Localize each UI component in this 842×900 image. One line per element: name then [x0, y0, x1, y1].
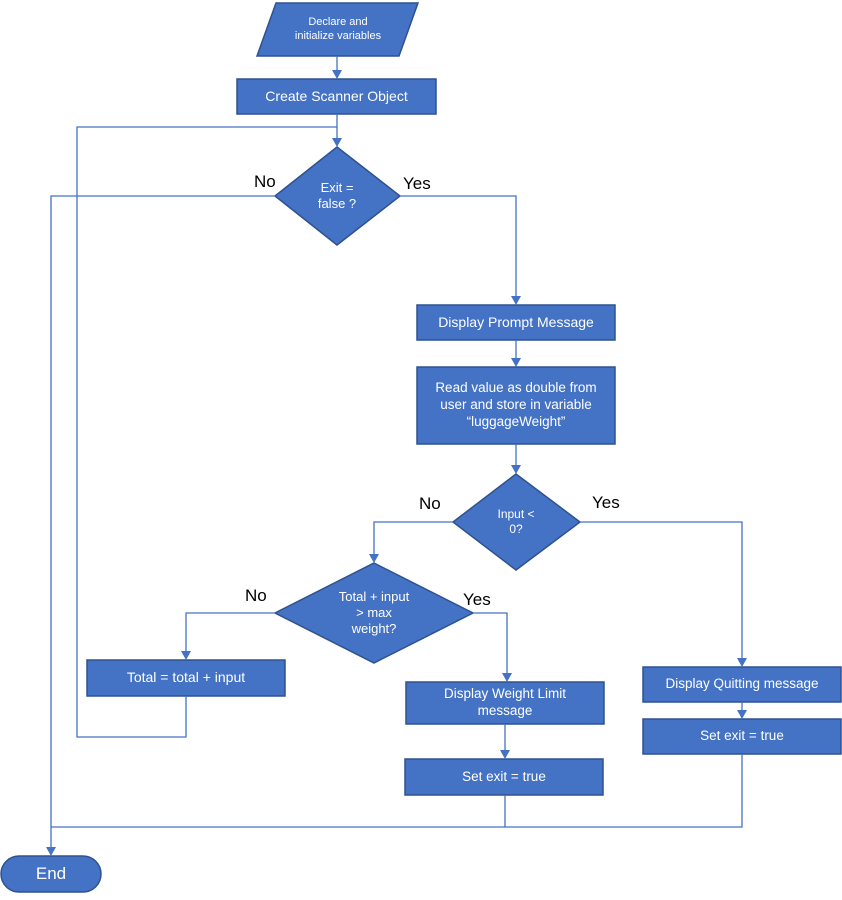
quit-msg-shape: [642, 666, 842, 703]
arrowhead: [737, 710, 747, 719]
input-no-label: No: [419, 494, 441, 513]
scanner-shape: [236, 78, 437, 115]
connector-input-no: [373, 521, 453, 556]
arrowhead: [500, 750, 510, 759]
arrowhead: [46, 847, 56, 856]
quit-msg-label: Display Quitting message: [665, 676, 819, 692]
connector-setexit2-to-end: [505, 754, 743, 828]
set-exit-2-shape: [642, 718, 842, 755]
connector-weight-no: [185, 612, 275, 653]
set-exit-1-label: Set exit = true: [462, 768, 546, 784]
arrowhead: [511, 465, 521, 474]
declare-shape: [255, 2, 420, 57]
arrowhead: [511, 358, 521, 367]
connector-input-yes: [580, 521, 743, 660]
arrowhead: [511, 296, 521, 305]
arrowhead: [332, 138, 342, 147]
weight-decision-shape: [273, 562, 475, 664]
connector-exit-yes: [400, 195, 517, 298]
exit-no-label: No: [254, 172, 276, 191]
connector-total-loop: [76, 126, 337, 738]
weight-yes-label: Yes: [463, 590, 491, 609]
total-update-label: Total = total + input: [126, 669, 246, 686]
read-value-label: Read value as double from user and store…: [435, 380, 597, 429]
set-exit-1-shape: [404, 758, 604, 796]
input-yes-label: Yes: [592, 493, 620, 512]
weight-no-label: No: [245, 586, 267, 605]
end-label: End: [35, 864, 67, 884]
connector-setexit1-to-end: [51, 795, 506, 828]
arrowhead: [332, 70, 342, 79]
weight-limit-label: Display Weight Limit message: [443, 686, 567, 718]
exit-yes-label: Yes: [403, 174, 431, 193]
scanner-label: Create Scanner Object: [265, 87, 408, 104]
arrowhead: [737, 658, 747, 667]
input-decision-shape: [451, 473, 582, 571]
arrowhead: [369, 554, 379, 563]
arrowhead: [502, 673, 512, 682]
declare-label: Declare and initialize variables: [294, 16, 382, 42]
weight-decision-label: Total + input > max weight?: [338, 588, 410, 637]
exit-decision-shape: [273, 146, 402, 246]
exit-decision-label: Exit = false ?: [317, 179, 357, 211]
connector-exit-no: [50, 195, 275, 849]
connector-weight-yes: [473, 612, 508, 675]
arrowhead: [181, 651, 191, 660]
prompt-label: Display Prompt Message: [438, 313, 594, 330]
input-decision-label: Input < 0?: [497, 507, 535, 536]
weight-limit-shape: [405, 681, 605, 725]
set-exit-2-label: Set exit = true: [700, 728, 784, 744]
